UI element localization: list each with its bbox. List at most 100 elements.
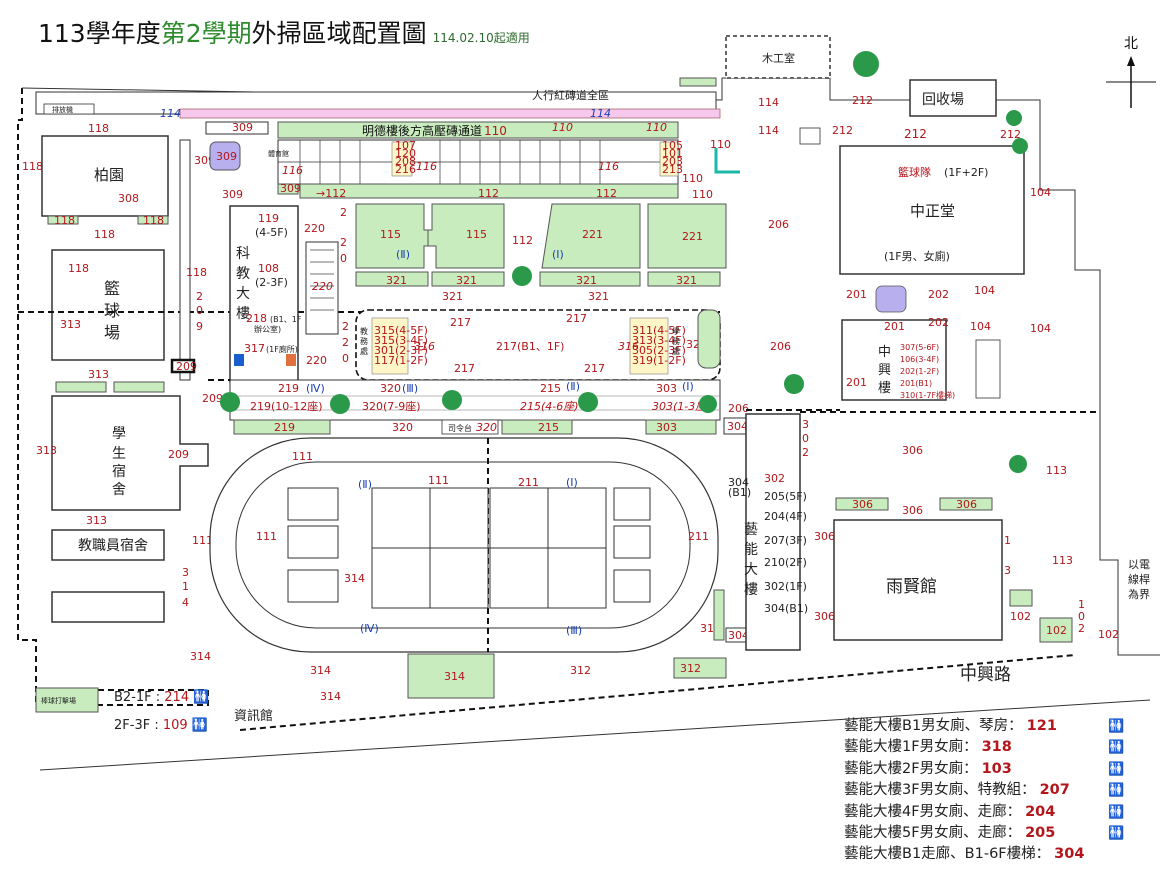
- yuxian-label: 雨賢館: [886, 577, 937, 597]
- svg-text:206: 206: [768, 218, 789, 231]
- svg-text:(Ⅳ): (Ⅳ): [306, 382, 325, 395]
- svg-text:303: 303: [656, 421, 677, 434]
- svg-text:112: 112: [596, 187, 617, 200]
- svg-text:217: 217: [450, 316, 471, 329]
- svg-text:108: 108: [258, 262, 279, 275]
- svg-text:為界: 為界: [1128, 587, 1150, 601]
- svg-text:114: 114: [160, 107, 181, 120]
- svg-text:314: 314: [190, 650, 211, 663]
- svg-text:1: 1: [1078, 598, 1085, 611]
- lawn-221a: [541, 203, 641, 269]
- svg-text:212: 212: [852, 94, 873, 107]
- cypress-garden: [41, 135, 169, 217]
- svg-text:306: 306: [956, 498, 977, 511]
- stage-label: 司令台: [448, 423, 472, 433]
- svg-text:304: 304: [728, 629, 749, 642]
- svg-text:314: 314: [344, 572, 365, 585]
- svg-text:221: 221: [682, 230, 703, 243]
- svg-text:315(3-4F): 315(3-4F): [374, 334, 428, 347]
- north-arrow: 北: [1106, 36, 1156, 108]
- svg-text:310(1-7F樓梯): 310(1-7F樓梯): [900, 390, 955, 400]
- svg-text:0: 0: [196, 304, 203, 317]
- svg-text:教: 教: [236, 266, 250, 282]
- legend-row: 藝能大樓B1男女廁、琴房：121🚻: [844, 718, 1125, 734]
- svg-text:114: 114: [758, 96, 779, 109]
- svg-text:111: 111: [292, 450, 313, 463]
- svg-text:321: 321: [456, 274, 477, 287]
- svg-text:101: 101: [662, 147, 683, 160]
- svg-text:309: 309: [222, 188, 243, 201]
- zhongxing-building: [841, 319, 947, 401]
- svg-text:219: 219: [274, 421, 295, 434]
- svg-text:313: 313: [88, 368, 109, 381]
- svg-text:313: 313: [60, 318, 81, 331]
- svg-text:213: 213: [662, 163, 683, 176]
- floor-note-2f: 2F-3F : 109 🚻: [114, 718, 208, 733]
- svg-text:大: 大: [236, 286, 250, 302]
- svg-text:排放機: 排放機: [52, 105, 73, 114]
- svg-text:215: 215: [538, 421, 559, 434]
- svg-text:104: 104: [1030, 186, 1051, 199]
- lawn-314: [407, 653, 495, 699]
- svg-text:205(5F): 205(5F): [764, 490, 807, 503]
- svg-text:306: 306: [902, 504, 923, 517]
- svg-text:211: 211: [518, 476, 539, 489]
- svg-text:111: 111: [428, 474, 449, 487]
- svg-text:處: 處: [360, 346, 368, 356]
- svg-text:306: 306: [814, 610, 835, 623]
- svg-text:107: 107: [395, 139, 416, 152]
- svg-text:119: 119: [258, 212, 279, 225]
- north-label: 北: [1124, 36, 1138, 52]
- svg-text:210(2F): 210(2F): [764, 556, 807, 569]
- back-path-label: 明德樓後方高壓磚通道: [362, 123, 482, 138]
- svg-text:藝: 藝: [744, 522, 758, 538]
- svg-text:220: 220: [306, 354, 327, 367]
- svg-text:籃: 籃: [104, 279, 120, 298]
- svg-text:321: 321: [676, 274, 697, 287]
- zhongzheng-label: 中正堂: [910, 202, 955, 220]
- svg-text:(2-3F): (2-3F): [255, 276, 288, 289]
- svg-text:204(4F): 204(4F): [764, 510, 807, 523]
- svg-text:球: 球: [104, 301, 120, 320]
- svg-text:2: 2: [196, 290, 203, 303]
- svg-text:201(B1): 201(B1): [900, 379, 932, 388]
- legend-row: 藝能大樓5F男女廁、走廊：205🚻: [844, 825, 1125, 842]
- svg-text:(Ⅲ): (Ⅲ): [566, 624, 582, 637]
- svg-text:321: 321: [442, 290, 463, 303]
- svg-text:320: 320: [476, 421, 497, 434]
- lawn-221b: [647, 203, 727, 269]
- student-dorm: [51, 395, 209, 511]
- svg-text:宿: 宿: [112, 463, 126, 480]
- svg-text:1: 1: [182, 580, 189, 593]
- svg-text:115: 115: [466, 228, 487, 241]
- woodshop: [725, 35, 831, 79]
- svg-text:(4-5F): (4-5F): [255, 226, 288, 239]
- svg-text:112: 112: [478, 187, 499, 200]
- svg-text:309: 309: [216, 150, 237, 163]
- svg-text:312: 312: [570, 664, 591, 677]
- legend-row: 藝能大樓2F男女廁：103🚻: [844, 760, 1125, 777]
- svg-text:116: 116: [416, 160, 437, 173]
- svg-text:3: 3: [1004, 564, 1011, 577]
- svg-text:313: 313: [86, 514, 107, 527]
- svg-text:321: 321: [386, 274, 407, 287]
- svg-text:302(1F): 302(1F): [764, 580, 807, 593]
- svg-text:215: 215: [540, 382, 561, 395]
- svg-text:306: 306: [902, 444, 923, 457]
- svg-text:301(2-3F): 301(2-3F): [374, 344, 428, 357]
- svg-text:209: 209: [202, 392, 223, 405]
- svg-text:科: 科: [236, 246, 250, 262]
- svg-text:能: 能: [744, 542, 758, 558]
- svg-text:(Ⅱ): (Ⅱ): [566, 380, 580, 393]
- svg-text:312: 312: [680, 662, 701, 675]
- svg-text:313(3-4F): 313(3-4F): [632, 334, 686, 347]
- svg-text:114: 114: [758, 124, 779, 137]
- svg-text:217: 217: [584, 362, 605, 375]
- back-path: [277, 121, 679, 139]
- svg-text:110: 110: [692, 188, 713, 201]
- title-suffix: 外掃區域配置圖: [251, 19, 427, 48]
- floor-note-b2: B2-1F : 214 🚻: [114, 690, 210, 705]
- svg-text:104: 104: [1030, 322, 1051, 335]
- recycle: [909, 79, 997, 117]
- svg-text:2: 2: [342, 320, 349, 333]
